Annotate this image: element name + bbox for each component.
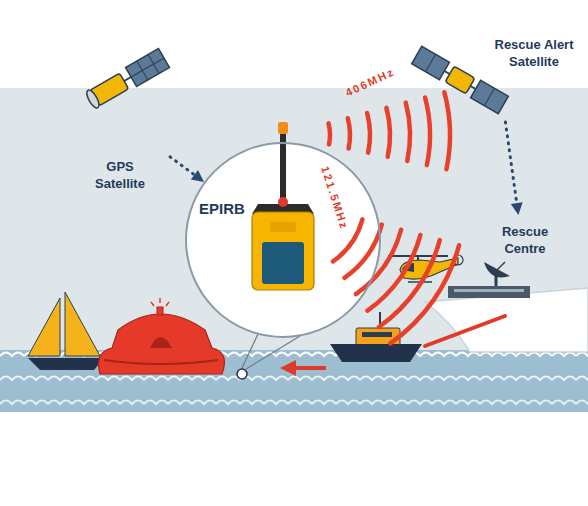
labelled-part: Rescue Alert Satellite xyxy=(415,30,583,122)
direction-arrow xyxy=(294,366,326,370)
liferaft xyxy=(99,298,225,374)
part-label: EPIRB xyxy=(199,200,253,217)
signal-arrow xyxy=(170,157,204,182)
signal-arrow xyxy=(505,122,522,215)
rescue-building xyxy=(448,286,530,298)
gps-satellite xyxy=(84,48,169,110)
signal-arc-406 xyxy=(348,118,350,148)
part-label: Rescue Centre xyxy=(490,223,560,257)
signal-arc-406 xyxy=(386,108,390,157)
signal-arc-406 xyxy=(328,123,330,144)
part-label: GPS Satellite xyxy=(85,158,155,192)
labelled-part: GPS Satellite xyxy=(70,40,170,200)
signal-arc-406 xyxy=(367,113,370,153)
arrowhead xyxy=(511,202,523,215)
signal-arc-406 xyxy=(406,103,410,161)
yacht xyxy=(28,292,104,370)
signal-arc-406 xyxy=(425,97,430,165)
epirb-device xyxy=(252,122,314,290)
direction-arrowhead xyxy=(280,360,296,376)
circle-outline xyxy=(185,142,381,338)
circle-border xyxy=(186,143,380,337)
lifeboat xyxy=(330,312,422,362)
signal-arc-121 xyxy=(390,245,459,343)
dotted-line xyxy=(505,122,517,205)
dotted-line xyxy=(170,157,196,176)
building-windows xyxy=(454,289,524,292)
part-label: Rescue Alert Satellite xyxy=(487,36,581,70)
arrowhead xyxy=(191,170,204,182)
signal-arc-406 xyxy=(444,92,450,169)
zoom-line xyxy=(246,336,300,369)
labelled-part: Rescue Centre xyxy=(470,215,580,310)
signal-arc-121 xyxy=(379,240,440,327)
beacon-in-water xyxy=(237,369,247,379)
satellite-dish xyxy=(484,262,510,286)
radio-link xyxy=(425,316,505,346)
waves xyxy=(0,396,588,408)
zoom-circle: EPIRB xyxy=(185,142,381,338)
signal-arc-121 xyxy=(367,235,420,311)
